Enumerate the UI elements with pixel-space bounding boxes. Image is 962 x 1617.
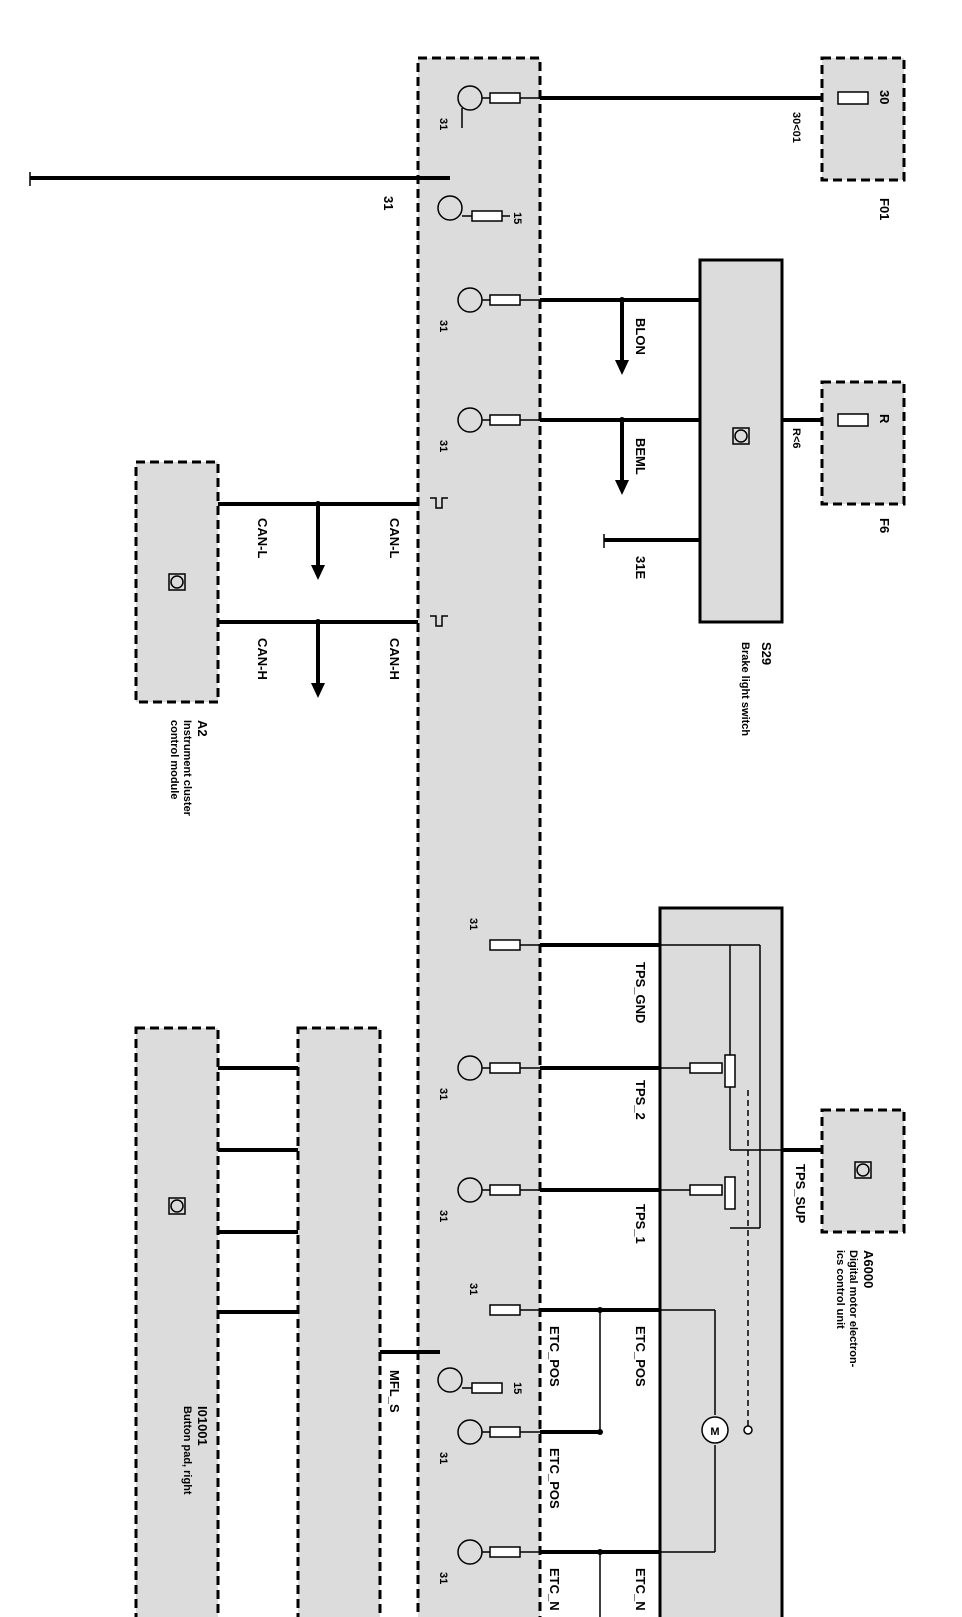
control-unit-icon <box>168 573 186 591</box>
signal-etc-pos-ecm: ETC_POS <box>547 1326 562 1387</box>
ground-31-label: 31 <box>381 196 396 210</box>
a2-desc1: Instrument cluster <box>181 720 193 817</box>
arrow-down-icon <box>311 622 325 698</box>
potentiometer-icon <box>660 1176 736 1210</box>
a2-box <box>134 460 220 704</box>
terminal-31: 31 <box>437 1210 449 1222</box>
s29-box <box>698 258 784 624</box>
resistor-icon <box>489 939 540 951</box>
can-terminal-icon <box>430 615 448 627</box>
a6000-desc1: Digital motor electron- <box>847 1250 859 1368</box>
signal-can-l-right: CAN-L <box>387 518 402 558</box>
f01-pin-label: 30 <box>877 90 892 104</box>
f01-wire-label: 30<01 <box>790 112 802 143</box>
transistor-icon <box>457 407 540 433</box>
signal-31e: 31E <box>633 556 648 579</box>
signal-etc-pos-a6000: ETC_POS <box>633 1326 648 1387</box>
f01-name: F01 <box>877 198 892 220</box>
terminal-15: 15 <box>511 1382 523 1394</box>
control-unit-icon <box>854 1161 872 1179</box>
motor-label: M <box>710 1426 719 1438</box>
a2-desc2: control module <box>168 720 180 799</box>
signal-can-h-left: CAN-H <box>255 638 270 680</box>
a6000-outer <box>658 906 784 1617</box>
transistor-icon <box>457 287 540 313</box>
arrow-down-icon <box>311 504 325 580</box>
fuse-icon <box>837 91 869 105</box>
i01001-box <box>134 1026 220 1617</box>
arrow-down-icon <box>615 420 629 495</box>
signal-can-h-right: CAN-H <box>387 638 402 680</box>
a6000-desc2: ics control unit <box>834 1250 846 1329</box>
potentiometer-icon <box>660 1054 736 1088</box>
transistor-icon <box>457 1055 540 1081</box>
a6000-box <box>820 1108 906 1234</box>
resistor-icon <box>489 1304 540 1316</box>
motor-icon: M <box>701 1416 753 1444</box>
terminal-31: 31 <box>467 918 479 930</box>
f6-name: F6 <box>877 518 892 533</box>
transistor-icon <box>457 1177 540 1203</box>
f6-pin-label: R <box>877 414 892 424</box>
signal-tps-1: TPS_1 <box>633 1204 648 1244</box>
can-terminal-icon <box>430 497 448 509</box>
a6000-name: A6000 <box>861 1250 876 1288</box>
s29-desc: Brake light switch <box>739 642 751 736</box>
control-unit-icon <box>168 1197 186 1215</box>
s29-name: S29 <box>759 642 774 665</box>
terminal-31: 31 <box>437 1572 449 1584</box>
signal-etc-n-a6000: ETC_N <box>633 1568 648 1611</box>
a2-name: A2 <box>195 720 210 737</box>
terminal-31: 31 <box>437 320 449 332</box>
terminal-31: 31 <box>437 1088 449 1100</box>
signal-tps-2: TPS_2 <box>633 1080 648 1120</box>
transistor-icon <box>457 1539 540 1565</box>
f6-wire-label: R<6 <box>790 428 802 449</box>
terminal-31: 31 <box>437 118 449 130</box>
signal-tps-gnd: TPS_GND <box>633 962 648 1023</box>
f01-box <box>820 56 906 182</box>
signal-can-l-left: CAN-L <box>255 518 270 558</box>
transistor-icon <box>457 1419 540 1445</box>
f6-box <box>820 380 906 506</box>
terminal-31: 31 <box>437 1452 449 1464</box>
terminal-31: 31 <box>467 1283 479 1295</box>
terminal-31: 31 <box>437 440 449 452</box>
control-unit-icon <box>732 427 750 445</box>
fuse-icon <box>837 413 869 427</box>
transistor-icon <box>457 85 540 128</box>
i01001-name: I01001 <box>195 1406 210 1446</box>
signal-mfl-s: MFL_S <box>387 1370 402 1413</box>
transistor-icon <box>437 195 510 222</box>
signal-tps-sup: TPS_SUP <box>793 1164 808 1224</box>
transistor-icon <box>437 1367 503 1394</box>
signal-beml: BEML <box>633 438 648 475</box>
signal-blon: BLON <box>633 318 648 355</box>
mfl-box <box>296 1026 382 1617</box>
signal-etc-pos-ecm-2: ETC_POS <box>547 1448 562 1509</box>
terminal-15: 15 <box>511 212 523 224</box>
i01001-desc: Button pad, right <box>181 1406 193 1495</box>
ecm-box <box>416 56 542 1617</box>
signal-etc-n-ecm: ETC_N <box>547 1568 562 1611</box>
arrow-down-icon <box>615 300 629 375</box>
